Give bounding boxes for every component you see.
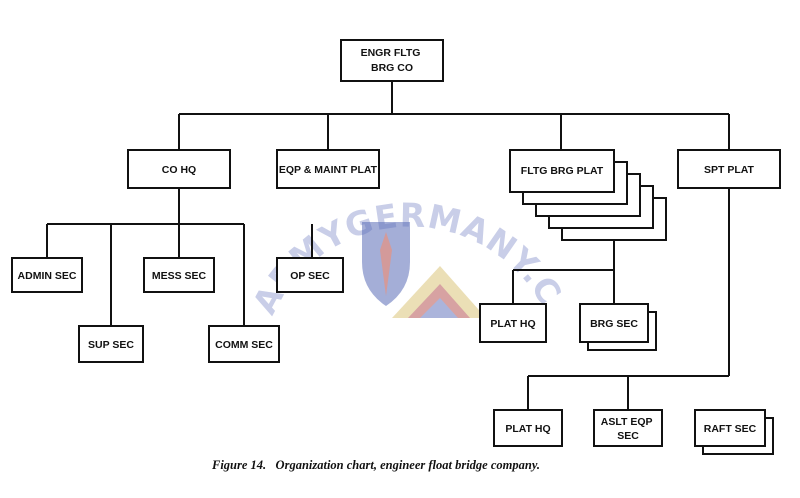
node-label: FLTG BRG PLAT [521, 165, 604, 177]
node-label: BRG SEC [590, 318, 638, 330]
node-spt-plat-hq: PLAT HQ [493, 409, 563, 447]
node-label: ASLT EQP SEC [601, 416, 655, 442]
badge-icon [392, 266, 486, 318]
node-label: ADMIN SEC [18, 270, 77, 282]
node-sup-sec: SUP SEC [78, 325, 144, 363]
node-mess-sec: MESS SEC [143, 257, 215, 293]
node-aslt-eqp-sec: ASLT EQP SEC [593, 409, 663, 447]
node-label: PLAT HQ [490, 318, 535, 330]
node-label: PLAT HQ [505, 423, 550, 435]
stack-front [509, 149, 615, 193]
node-label: CO HQ [162, 164, 196, 176]
node-raft-sec: RAFT SEC [694, 409, 774, 455]
node-label: ENGR FLTG BRG CO [361, 47, 424, 74]
node-eqp-maint-plat: EQP & MAINT PLAT [276, 149, 380, 189]
node-brg-sec: BRG SEC [579, 303, 657, 351]
node-label: SUP SEC [88, 339, 134, 351]
co-hq-connector [46, 188, 313, 326]
root-connector [178, 81, 730, 150]
node-label: COMM SEC [215, 339, 273, 351]
figure-caption: Figure 14. Organization chart, engineer … [211, 458, 540, 472]
shield-icon [362, 222, 410, 306]
node-co-hq: CO HQ [127, 149, 231, 189]
node-label: MESS SEC [152, 270, 207, 282]
node-spt-plat: SPT PLAT [677, 149, 781, 189]
stack-front [579, 303, 649, 343]
node-fltg-brg-plat: FLTG BRG PLAT [509, 149, 667, 241]
node-comm-sec: COMM SEC [208, 325, 280, 363]
node-label: EQP & MAINT PLAT [279, 164, 378, 176]
fltg-brg-connector [512, 240, 615, 304]
node-op-sec: OP SEC [276, 257, 344, 293]
stack-front [694, 409, 766, 447]
node-fltg-plat-hq: PLAT HQ [479, 303, 547, 343]
connectors [46, 81, 730, 410]
node-admin-sec: ADMIN SEC [11, 257, 83, 293]
node-engr-fltg-brg-co: ENGR FLTG BRG CO [340, 39, 444, 82]
node-label: SPT PLAT [704, 164, 755, 176]
node-label: OP SEC [290, 270, 330, 282]
node-label: RAFT SEC [704, 423, 757, 435]
spt-plat-connector [527, 188, 730, 410]
